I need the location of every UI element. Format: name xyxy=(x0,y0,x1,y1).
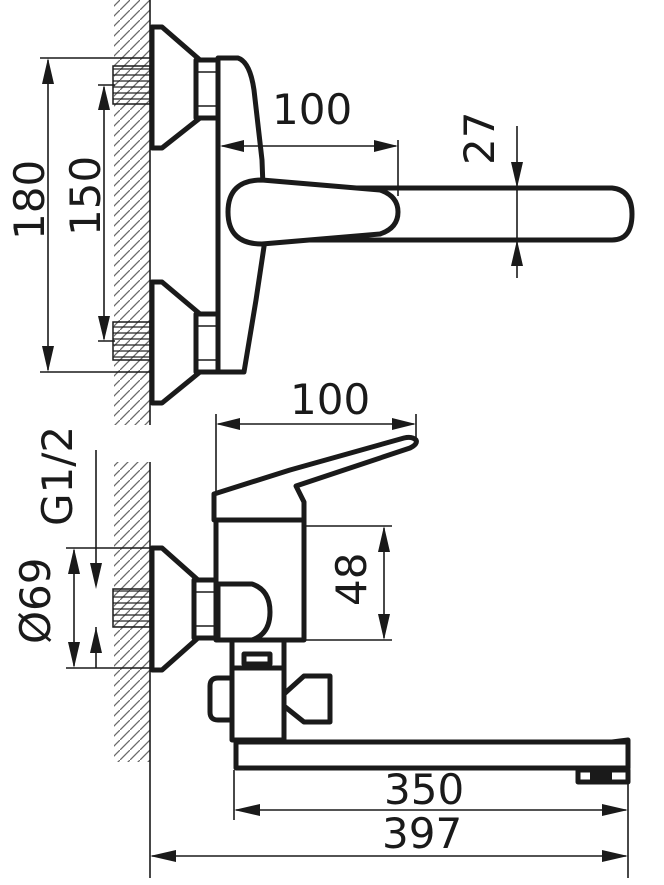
dim-inlet-spacing: 150 xyxy=(61,84,115,342)
dim-thread: G1/2 xyxy=(33,426,102,589)
top-view: 100 27 180 150 xyxy=(5,0,635,425)
dim-top-width: 100 xyxy=(220,85,399,196)
wall-hatching-top xyxy=(114,0,150,425)
cartridge-nut xyxy=(215,581,273,643)
dim-overall-height: 180 xyxy=(5,57,150,373)
side-view: 100 48 G1/2 Ø69 xyxy=(11,375,631,878)
dim-side-width: 100 xyxy=(215,375,417,492)
dim-handle-thickness-label: 27 xyxy=(455,112,504,165)
dim-overall-length: 397 xyxy=(150,809,628,862)
dim-body-height-label: 48 xyxy=(327,553,376,606)
dim-spout-length: 350 xyxy=(233,765,629,878)
dim-flange-diameter-label: Ø69 xyxy=(11,557,60,644)
dim-top-width-label: 100 xyxy=(272,85,352,134)
dim-body-height: 48 xyxy=(304,525,392,641)
spout xyxy=(233,737,631,785)
dim-overall-length-label: 397 xyxy=(382,809,462,858)
dim-thread-label: G1/2 xyxy=(33,426,82,526)
handle-lever-top xyxy=(225,177,635,247)
dim-side-width-label: 100 xyxy=(290,375,370,424)
diverter-connector xyxy=(207,637,333,743)
dim-spout-length-label: 350 xyxy=(384,765,464,814)
dim-flange-diameter: Ø69 xyxy=(11,547,152,669)
dim-overall-height-label: 180 xyxy=(5,160,54,240)
dim-handle-thickness: 27 xyxy=(455,112,523,278)
handle-lever-side xyxy=(211,434,419,523)
dim-inlet-spacing-label: 150 xyxy=(61,156,110,236)
